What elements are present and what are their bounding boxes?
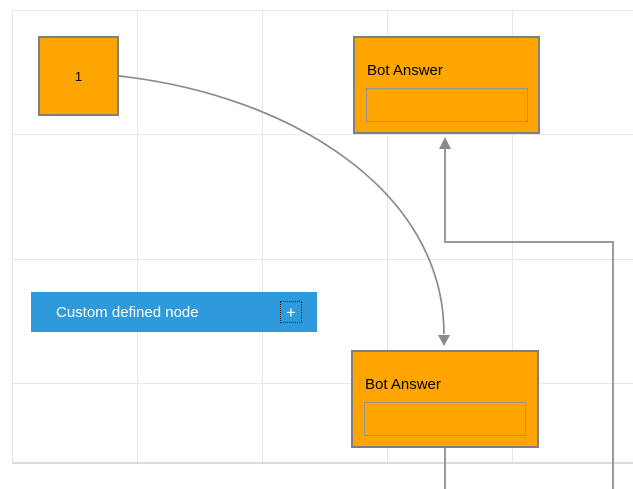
arrowhead-down-icon [438,335,450,346]
add-node-button[interactable]: + [280,301,302,323]
bot-answer-node-bottom[interactable]: Bot Answer [351,350,539,448]
bot-answer-title: Bot Answer [367,62,443,79]
page-grid [12,10,633,464]
connector-orthogonal[interactable] [439,137,614,489]
bot-answer-text-box[interactable] [366,88,528,122]
custom-defined-node[interactable]: Custom defined node + [31,292,317,332]
custom-defined-node-label: Custom defined node [56,303,199,321]
connector-curved[interactable] [118,75,450,346]
bot-answer-node-top[interactable]: Bot Answer [353,36,540,134]
start-node-label: 1 [74,68,83,84]
arrowhead-up-icon [439,137,451,149]
start-node[interactable]: 1 [38,36,119,116]
bot-answer-title: Bot Answer [365,376,441,393]
bot-answer-text-box[interactable] [364,402,526,436]
plus-icon: + [286,302,296,322]
